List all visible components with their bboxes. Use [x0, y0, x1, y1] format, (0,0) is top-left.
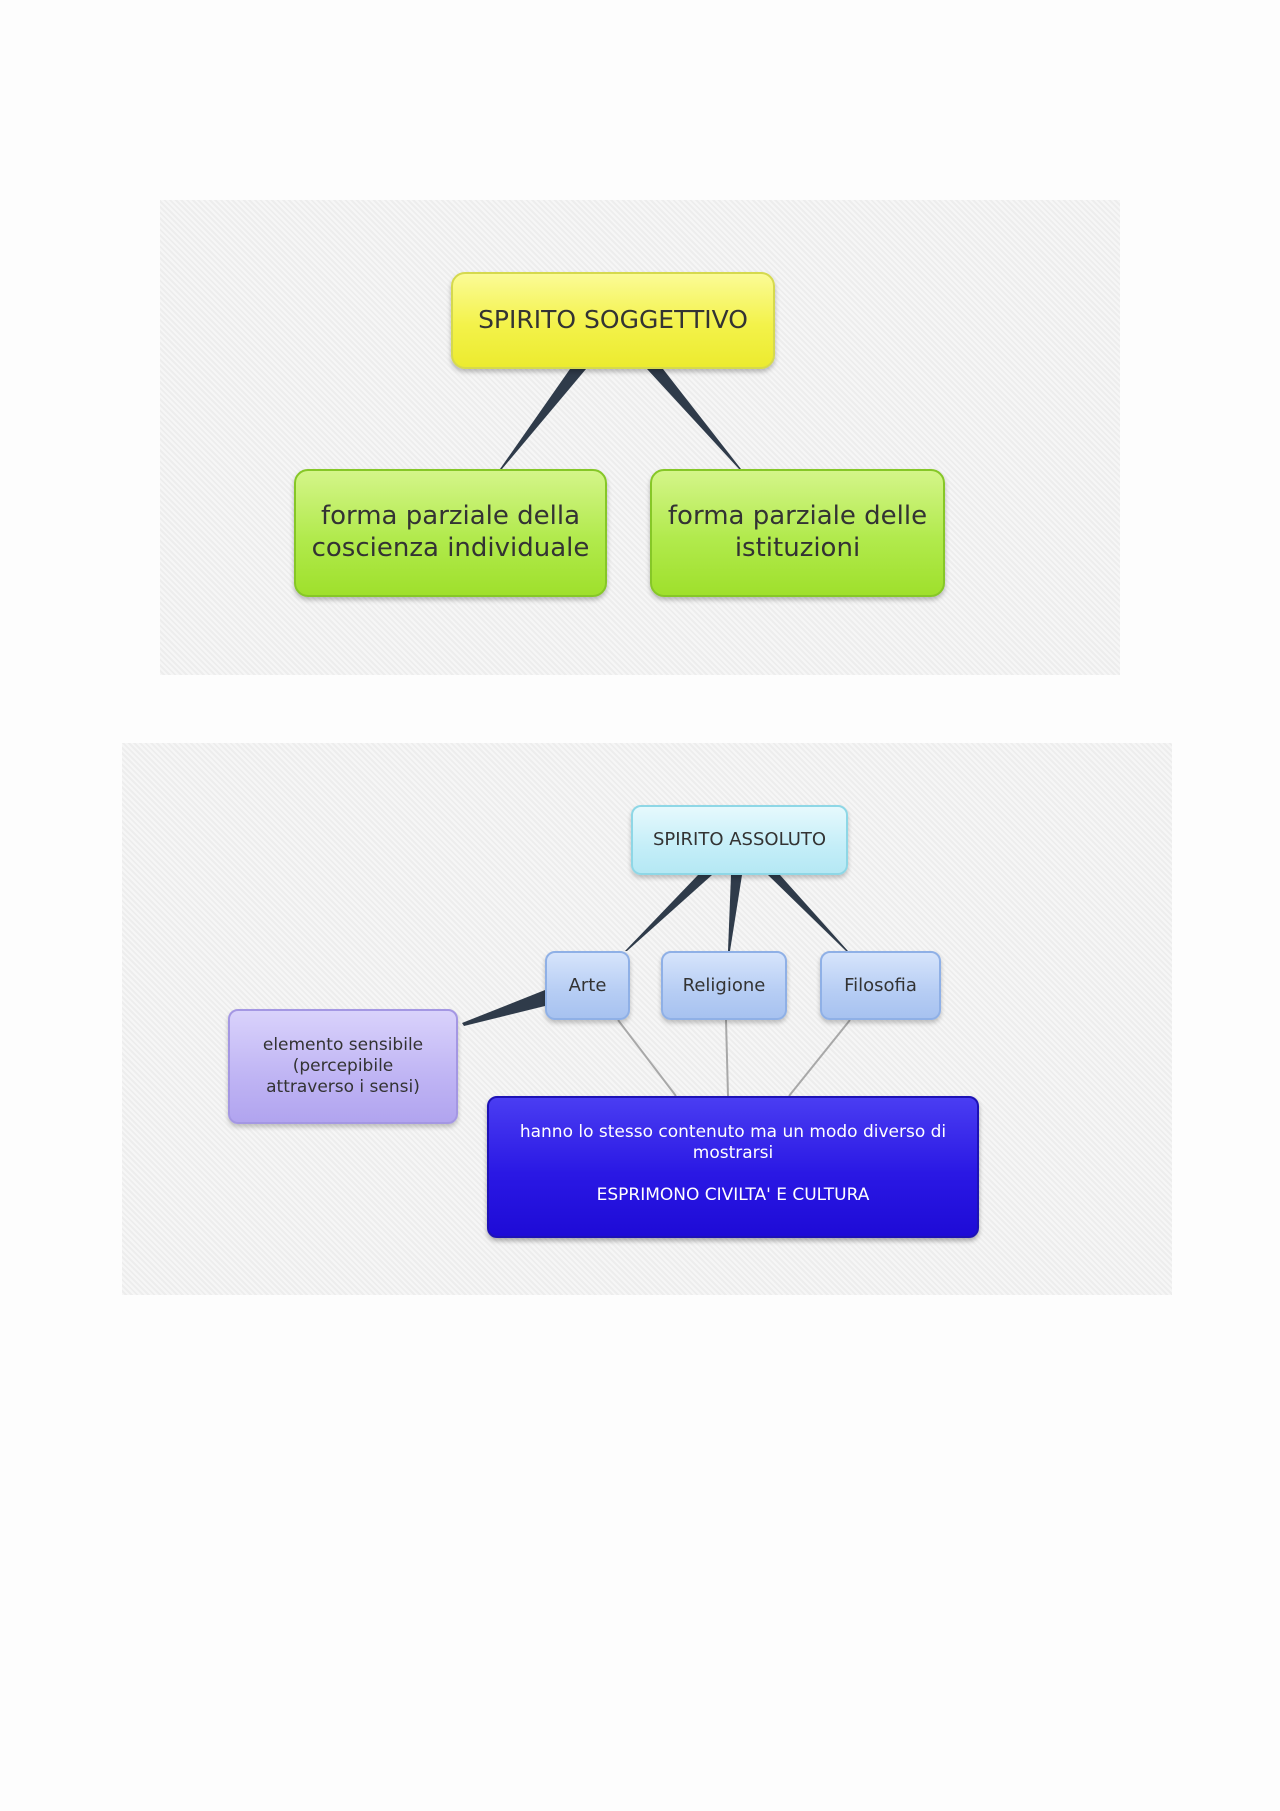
node-label-line: (percepibile — [292, 1056, 394, 1077]
node-label-line: elemento sensibile — [262, 1035, 424, 1056]
node-label: SPIRITO SOGGETTIVO — [478, 305, 748, 335]
node-label-line: coscienza individuale — [311, 533, 590, 563]
node-conclusion: ESPRIMONO CIVILTA' E CULTURA — [596, 1185, 870, 1206]
node-filosofia[interactable]: Filosofia — [820, 951, 941, 1020]
node-spirito-assoluto[interactable]: SPIRITO ASSOLUTO — [631, 805, 848, 875]
node-label-line: forma parziale della — [320, 501, 581, 532]
node-label-line: hanno lo stesso contenuto ma un modo div… — [519, 1122, 947, 1142]
node-spirito-soggettivo[interactable]: SPIRITO SOGGETTIVO — [451, 272, 775, 369]
node-stesso-contenuto[interactable]: hanno lo stesso contenuto ma un modo div… — [487, 1096, 979, 1238]
node-label-line: attraverso i sensi) — [266, 1076, 420, 1097]
node-label-line: mostrarsi — [692, 1142, 774, 1163]
node-label: Arte — [568, 974, 607, 996]
node-label-line: istituzioni — [734, 533, 861, 563]
node-forma-coscienza-individuale[interactable]: forma parziale della coscienza individua… — [294, 469, 607, 597]
node-label: Filosofia — [844, 974, 917, 996]
node-arte[interactable]: Arte — [545, 951, 630, 1020]
node-forma-istituzioni[interactable]: forma parziale delle istituzioni — [650, 469, 945, 597]
node-label-line: forma parziale delle — [667, 501, 928, 532]
node-label: SPIRITO ASSOLUTO — [652, 829, 827, 851]
node-label: Religione — [682, 974, 766, 996]
node-religione[interactable]: Religione — [661, 951, 787, 1020]
node-elemento-sensibile[interactable]: elemento sensibile (percepibile attraver… — [228, 1009, 458, 1124]
